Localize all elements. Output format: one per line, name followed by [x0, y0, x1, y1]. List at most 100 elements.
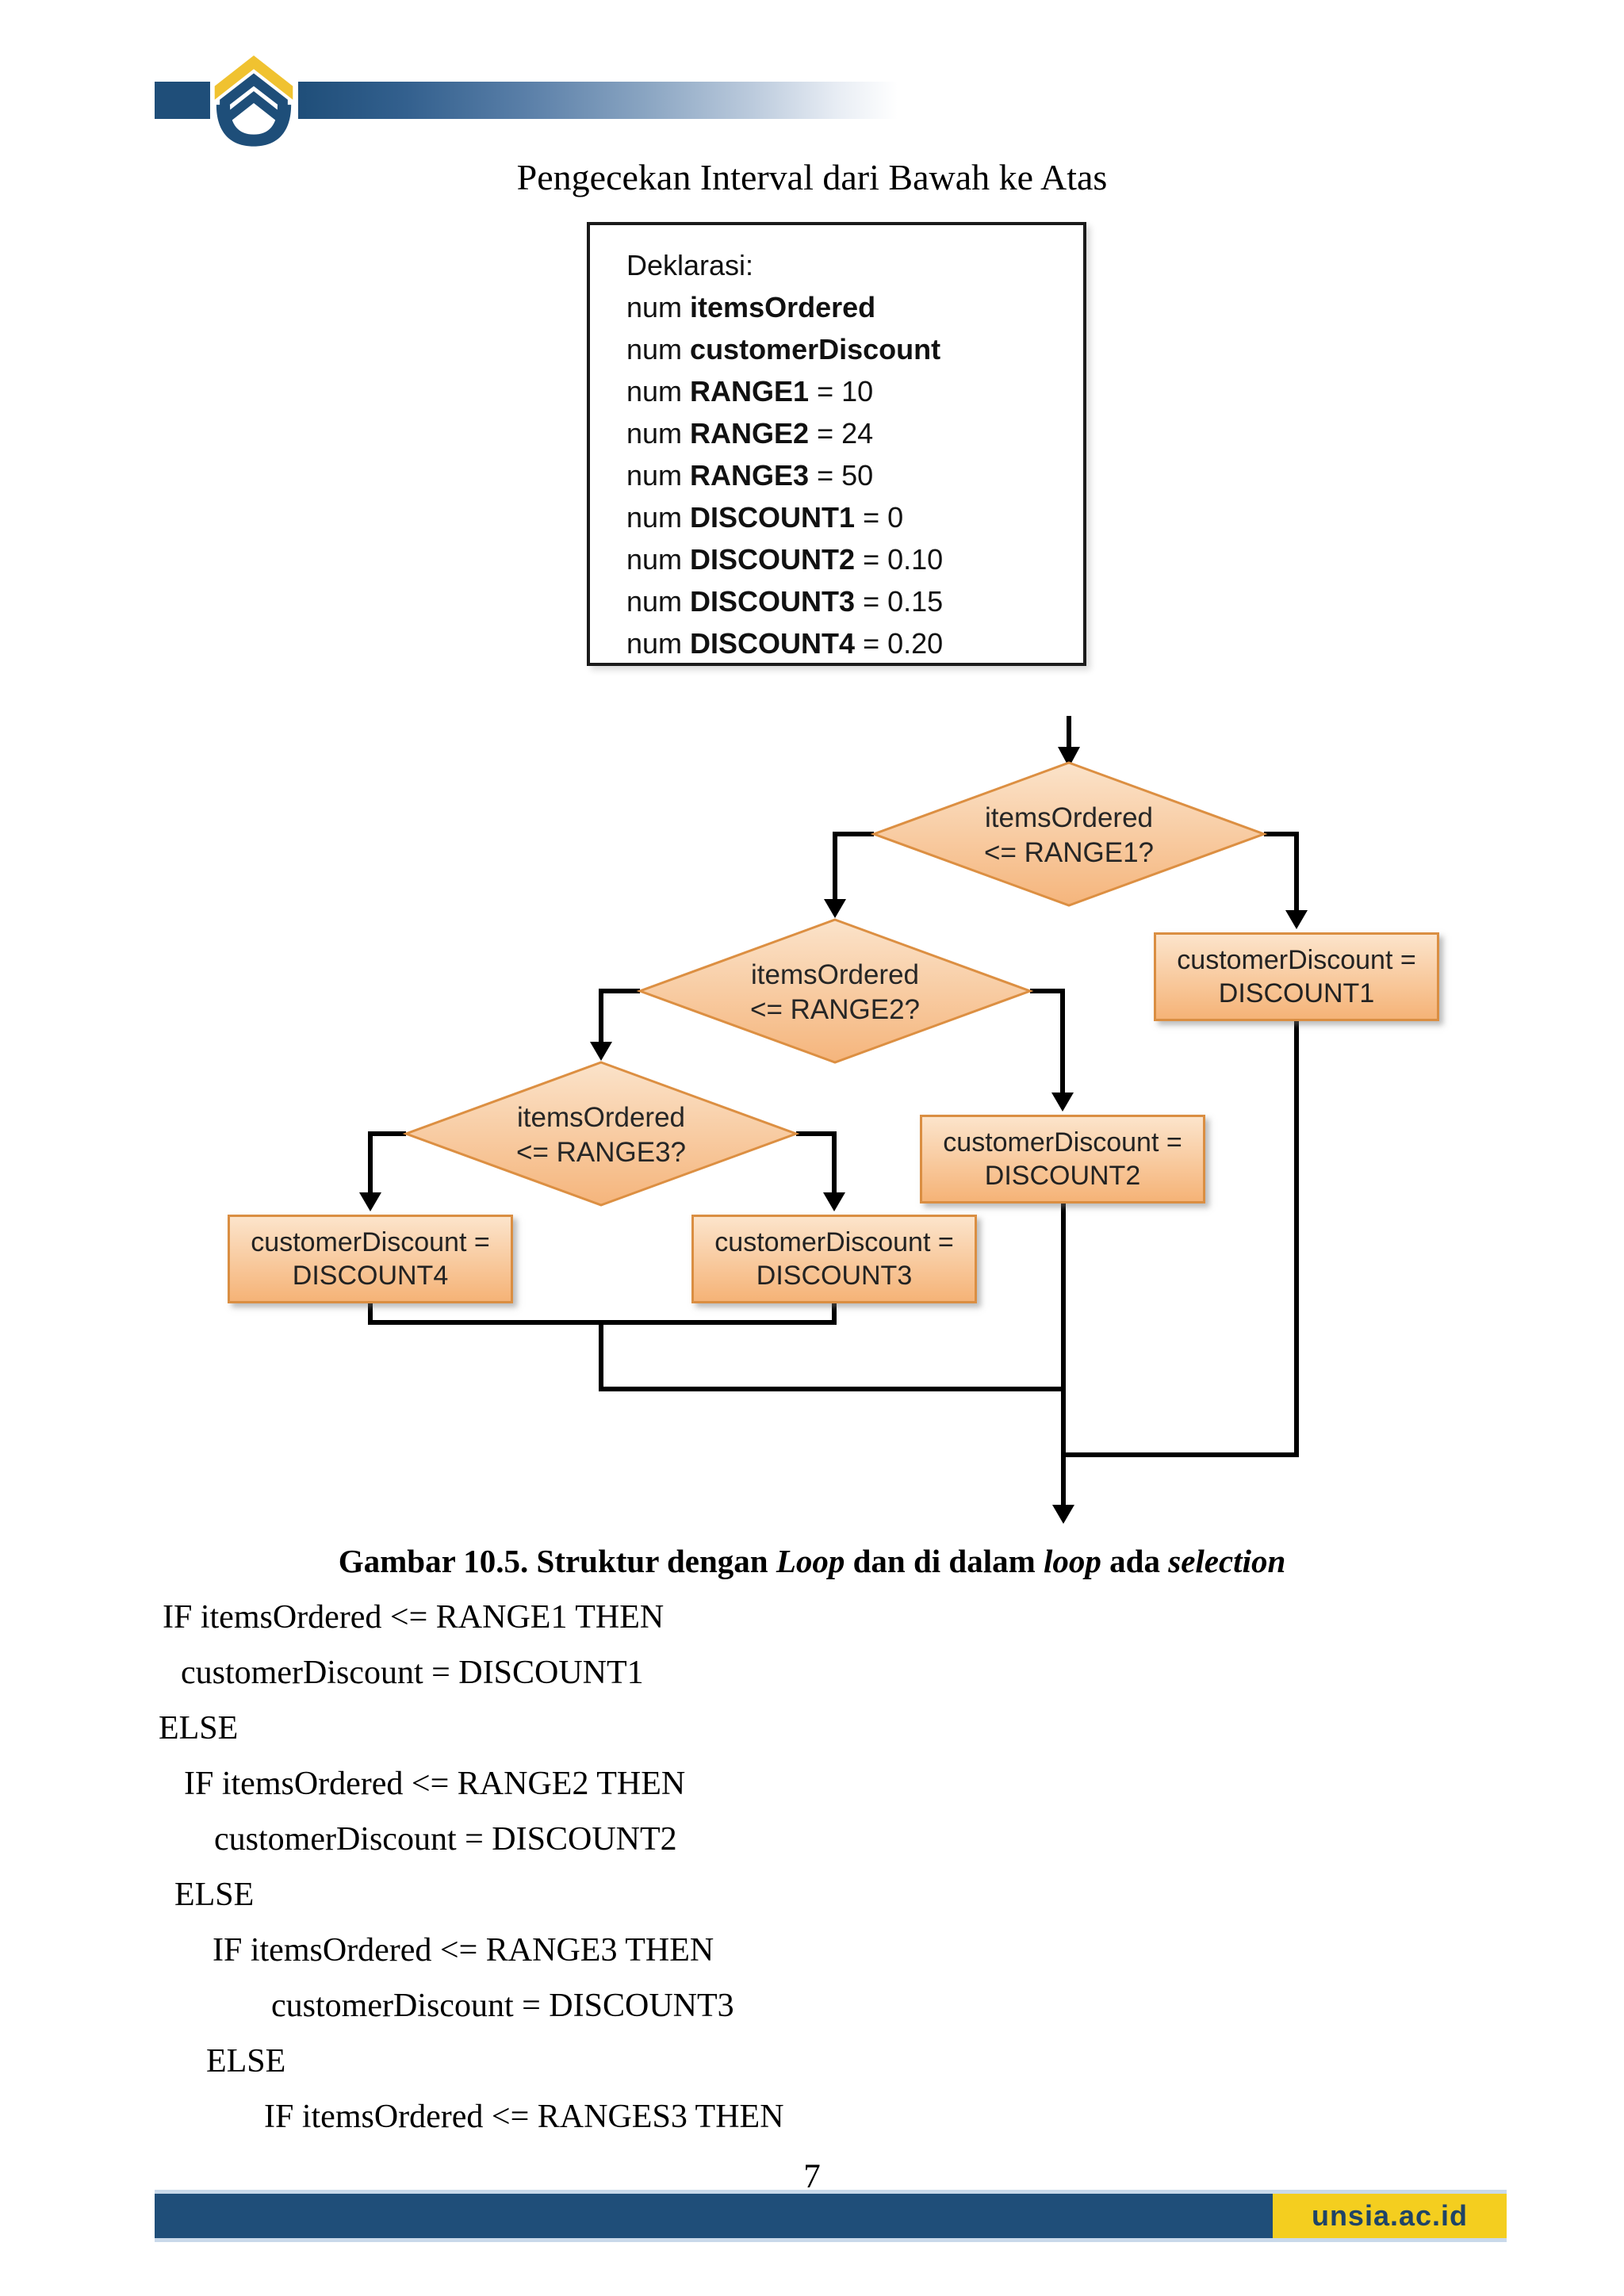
process-box-discount2: customerDiscount = DISCOUNT2 — [920, 1115, 1205, 1203]
decision-2-line1: itemsOrdered — [750, 959, 920, 990]
decl-text: Deklarasi: — [626, 249, 754, 281]
decision-2-line2: <= RANGE2? — [750, 994, 920, 1025]
arrowhead-p2 — [1051, 1093, 1074, 1112]
decision-3-label: itemsOrdered <= RANGE3? — [442, 1100, 760, 1170]
process-4-line2: DISCOUNT4 — [292, 1261, 449, 1291]
decl-var: RANGE2 — [690, 417, 810, 450]
declaration-box: Deklarasi: num itemsOrdered num customer… — [587, 222, 1086, 666]
logo-hull — [216, 105, 292, 147]
process-2-line2: DISCOUNT2 — [984, 1161, 1141, 1191]
decl-var: customerDiscount — [690, 333, 941, 365]
decl-var: DISCOUNT2 — [690, 543, 856, 576]
footer-site-label: unsia.ac.id — [1311, 2199, 1469, 2232]
arrowhead-p3 — [823, 1192, 845, 1211]
arrowhead-exit — [1052, 1505, 1074, 1524]
decision-1-label: itemsOrdered <= RANGE1? — [910, 801, 1228, 871]
decision-2-label: itemsOrdered <= RANGE2? — [676, 958, 994, 1027]
footer-bar — [155, 2194, 1273, 2238]
decl-text: num — [626, 417, 691, 450]
arrowhead-p1 — [1285, 910, 1308, 929]
declaration-line: num RANGE3 = 50 — [626, 454, 1083, 496]
connector-d2-to-p2 — [1030, 989, 1065, 1096]
caption-seg-italic: loop — [1044, 1543, 1101, 1579]
pseudocode-line: ELSE — [174, 1877, 255, 1913]
decision-1-line2: <= RANGE1? — [984, 837, 1154, 868]
header-gradient-bar — [298, 82, 898, 119]
connector-d2-to-d3 — [599, 989, 640, 1045]
footer-bottom-edge — [155, 2238, 1507, 2242]
caption-seg-italic: selection — [1168, 1543, 1286, 1579]
process-2-line1: customerDiscount = — [943, 1127, 1182, 1158]
caption-seg: ada — [1101, 1543, 1169, 1579]
decision-3-line2: <= RANGE3? — [516, 1137, 686, 1168]
pseudocode-line: ELSE — [159, 1710, 239, 1747]
declaration-line: num DISCOUNT4 = 0.20 — [626, 622, 1083, 664]
pseudocode-line: IF itemsOrdered <= RANGES3 THEN — [264, 2099, 784, 2135]
footer-site-badge: unsia.ac.id — [1273, 2194, 1507, 2238]
process-box-discount1: customerDiscount = DISCOUNT1 — [1154, 932, 1439, 1021]
pseudocode-line: customerDiscount = DISCOUNT1 — [181, 1655, 644, 1691]
declaration-line: num customerDiscount — [626, 328, 1083, 370]
pseudocode-line: IF itemsOrdered <= RANGE3 THEN — [213, 1932, 714, 1969]
decl-text: num — [626, 585, 691, 618]
page-number: 7 — [803, 2158, 821, 2195]
decl-text: num — [626, 333, 691, 365]
decl-value: = 10 — [809, 375, 874, 408]
process-1-line1: customerDiscount = — [1177, 945, 1416, 975]
arrowhead-d3 — [590, 1042, 612, 1061]
decl-var: RANGE3 — [690, 459, 810, 492]
connector-d1-to-d2 — [833, 832, 874, 902]
unsia-logo-icon — [214, 55, 293, 147]
declaration-line: num RANGE2 = 24 — [626, 412, 1083, 454]
connector-merge-p4-p3 — [368, 1303, 837, 1325]
decl-text: num — [626, 543, 691, 576]
decl-value: = 0.10 — [855, 543, 944, 576]
declaration-line: num itemsOrdered — [626, 286, 1083, 328]
logo-yellow-chevron — [214, 55, 293, 100]
decl-var: DISCOUNT4 — [690, 627, 856, 660]
decl-text: num — [626, 501, 691, 534]
decl-value: = 0 — [855, 501, 904, 534]
decl-text: num — [626, 459, 691, 492]
declaration-line: num DISCOUNT2 = 0.10 — [626, 538, 1083, 580]
process-box-discount4: customerDiscount = DISCOUNT4 — [228, 1215, 513, 1303]
decision-1-line1: itemsOrdered — [984, 802, 1154, 833]
figure-caption: Gambar 10.5. Struktur dengan Loop dan di… — [0, 1541, 1624, 1581]
caption-seg-italic: Loop — [776, 1543, 845, 1579]
caption-seg: dan di dalam — [845, 1543, 1044, 1579]
decl-var: DISCOUNT3 — [690, 585, 856, 618]
page-title: Pengecekan Interval dari Bawah ke Atas — [516, 157, 1108, 197]
connector-d3-to-p3 — [796, 1131, 837, 1196]
arrowhead-p4 — [359, 1192, 381, 1211]
pseudocode-line: IF itemsOrdered <= RANGE2 THEN — [184, 1766, 686, 1802]
process-1-line2: DISCOUNT1 — [1218, 978, 1375, 1008]
header-accent-block — [155, 82, 210, 119]
pseudocode-line: ELSE — [206, 2043, 286, 2080]
arrowhead-entry — [1058, 747, 1080, 767]
decl-text: num — [626, 291, 691, 323]
decl-value: = 0.20 — [855, 627, 944, 660]
decl-var: itemsOrdered — [690, 291, 876, 323]
caption-seg: Gambar 10.5. Struktur dengan — [338, 1543, 776, 1579]
process-3-line2: DISCOUNT3 — [756, 1261, 913, 1291]
pseudocode-line: IF itemsOrdered <= RANGE1 THEN — [163, 1599, 665, 1636]
process-box-discount3: customerDiscount = DISCOUNT3 — [691, 1215, 977, 1303]
pseudocode-line: customerDiscount = DISCOUNT3 — [271, 1988, 734, 2024]
logo-blue-chevron-2 — [230, 91, 278, 122]
logo-blue-chevron-1 — [220, 73, 288, 113]
decl-text: num — [626, 627, 691, 660]
decl-value: = 0.15 — [855, 585, 944, 618]
decl-var: RANGE1 — [690, 375, 810, 408]
connector-merge-mid — [599, 1322, 1063, 1391]
decl-var: DISCOUNT1 — [690, 501, 856, 534]
declaration-line: num RANGE1 = 10 — [626, 370, 1083, 412]
process-4-line1: customerDiscount = — [251, 1227, 490, 1257]
process-3-line1: customerDiscount = — [714, 1227, 954, 1257]
declaration-line: num DISCOUNT1 = 0 — [626, 496, 1083, 538]
pseudocode-line: customerDiscount = DISCOUNT2 — [214, 1821, 677, 1858]
declaration-line: num DISCOUNT3 = 0.15 — [626, 580, 1083, 622]
connector-d3-to-p4 — [368, 1131, 406, 1196]
connector-d1-to-p1 — [1264, 832, 1299, 913]
decl-value: = 50 — [809, 459, 874, 492]
